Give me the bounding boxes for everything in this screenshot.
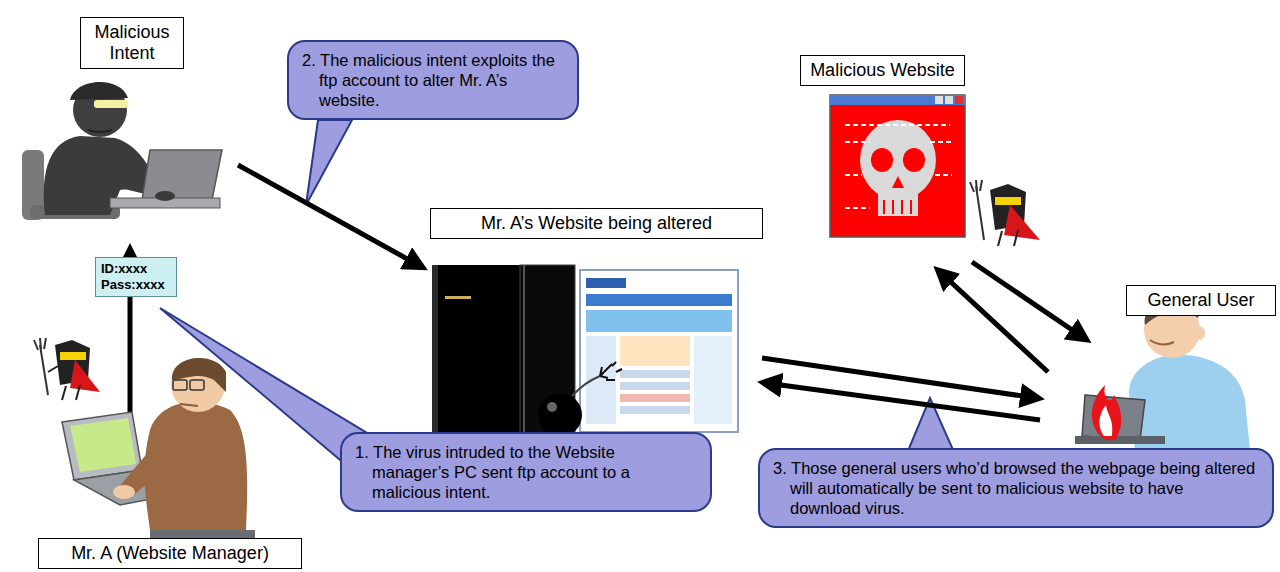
altered-webpage [586, 294, 732, 306]
altered-webpage [620, 406, 690, 414]
label-text: Malicious Intent [89, 22, 175, 64]
malicious-window [845, 125, 952, 208]
label-text: General User [1135, 290, 1267, 311]
altered-webpage [620, 336, 690, 366]
virus-devil [34, 338, 46, 350]
virus-devil [998, 230, 1018, 246]
manager-figure [113, 485, 135, 499]
web-server [523, 265, 525, 440]
manager-figure [180, 404, 198, 406]
web-server [432, 265, 438, 440]
altered-webpage [586, 310, 732, 332]
flow-arrow [766, 383, 1040, 420]
bomb [538, 362, 622, 437]
manager-figure [173, 380, 187, 390]
virus-devil [70, 360, 100, 392]
altered-webpage [620, 370, 690, 378]
bomb [538, 393, 582, 437]
callout-tail [306, 120, 352, 205]
manager-figure [190, 380, 204, 390]
altered-webpage [620, 394, 690, 402]
malicious-window [830, 95, 965, 237]
hacker-figure [94, 100, 128, 108]
callout-text: 3. Those general users who’d browsed the… [790, 458, 1258, 518]
malicious-window [892, 176, 904, 188]
altered-webpage [586, 278, 626, 288]
malicious-window [903, 148, 925, 172]
malicious-window [935, 96, 943, 104]
label-text: Mr. A’s Website being altered [439, 213, 754, 234]
virus-devil [60, 352, 86, 360]
user-figure [1075, 436, 1165, 444]
altered-webpage [620, 382, 690, 390]
web-server [445, 296, 471, 299]
bomb [600, 362, 622, 380]
manager-figure [62, 412, 142, 480]
malicious-window [878, 190, 918, 216]
hacker-figure [155, 191, 175, 201]
flow-arrow [940, 272, 1048, 372]
flow-arrow [238, 165, 420, 266]
callout-bubble: 1. The virus intruded to the Website man… [340, 432, 712, 512]
virus-devil [995, 197, 1021, 205]
altered-webpage [580, 270, 738, 432]
malicious-window [830, 95, 965, 237]
bomb [572, 376, 600, 396]
web-server [432, 265, 524, 440]
actor-label: Mr. A (Website Manager) [38, 538, 302, 569]
malicious-window [860, 120, 936, 200]
virus-devil [976, 186, 984, 240]
malicious-window [955, 96, 963, 104]
callout-text: 2. The malicious intent exploits the ftp… [319, 50, 563, 110]
hacker-figure [70, 82, 128, 100]
virus-devil [34, 338, 100, 400]
user-figure [1092, 385, 1122, 440]
malicious-window [945, 96, 953, 104]
manager-figure [171, 358, 225, 412]
manager-figure [70, 418, 136, 472]
user-figure [1195, 326, 1205, 340]
actor-label: Malicious Intent [80, 17, 184, 69]
actor-label: Mr. A’s Website being altered [430, 208, 763, 239]
bomb [547, 402, 557, 412]
user-figure [1075, 299, 1250, 450]
manager-figure [62, 358, 255, 545]
user-figure [1150, 340, 1174, 345]
callout-bubble: 3. Those general users who’d browsed the… [758, 448, 1274, 528]
virus-devil [1004, 205, 1040, 240]
altered-webpage [694, 336, 732, 424]
hacker-figure [142, 150, 222, 200]
actor-label: General User [1126, 285, 1276, 316]
malicious-window [830, 95, 965, 105]
callout-text: 1. The virus intruded to the Website man… [372, 442, 696, 502]
callout-bubble: 2. The malicious intent exploits the ftp… [287, 40, 579, 120]
virus-devil [40, 345, 48, 395]
malicious-window [884, 200, 911, 214]
virus-devil [970, 180, 982, 192]
label-text: Malicious Website [809, 60, 956, 81]
hacker-figure [88, 130, 112, 132]
flow-arrow [972, 262, 1084, 338]
altered-webpage [580, 270, 738, 432]
label-text: Mr. A (Website Manager) [47, 543, 293, 564]
manager-figure [172, 358, 226, 392]
flow-arrow [762, 358, 1036, 398]
malicious-window [871, 148, 893, 172]
actor-label: Malicious Website [800, 55, 965, 86]
label-text: Pass:xxxx [101, 277, 171, 293]
credential-note: ID:xxxxPass:xxxx [95, 257, 177, 297]
user-figure [1129, 355, 1250, 450]
hacker-figure [22, 82, 222, 220]
user-figure [1100, 405, 1113, 436]
label-text: ID:xxxx [101, 261, 171, 277]
virus-devil [970, 180, 1040, 246]
virus-devil [48, 366, 80, 400]
